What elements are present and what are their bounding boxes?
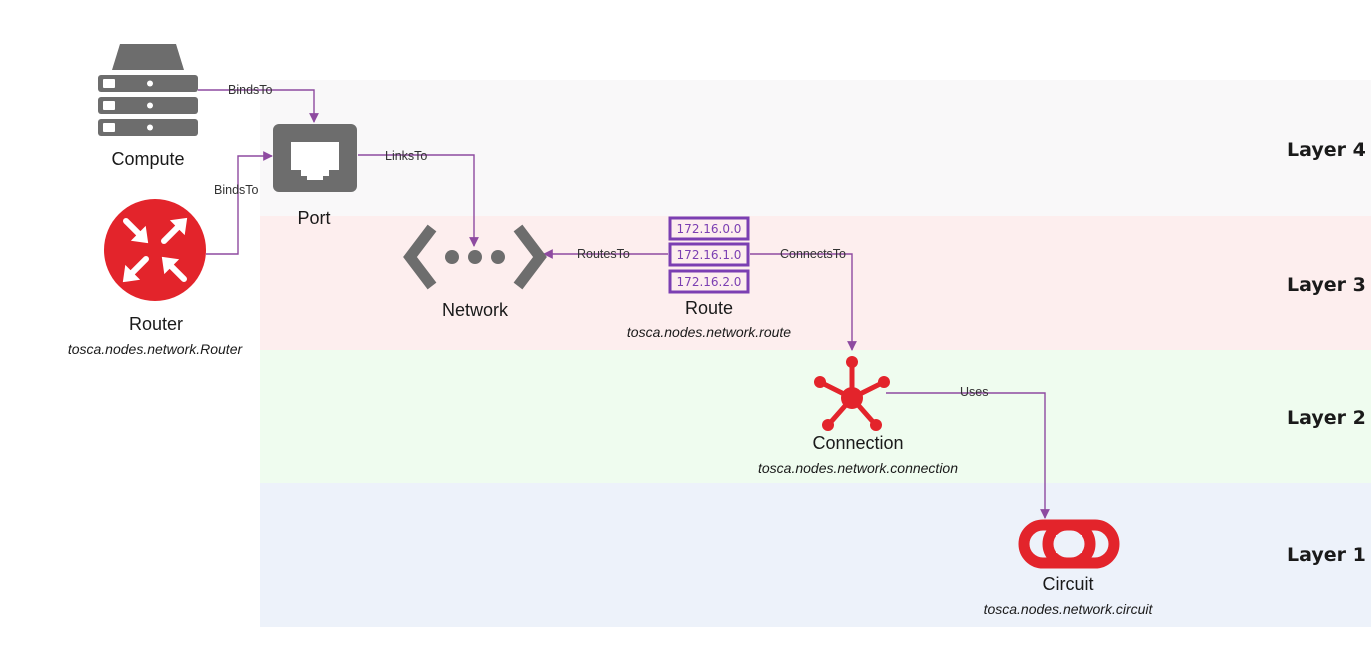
router-arrows-icon [104,199,206,301]
port-node[interactable]: Port [273,124,357,228]
route-address-2: 172.16.1.0 [677,248,742,262]
layer-4-label: Layer 4 [1287,139,1366,161]
hub-star-icon [814,356,890,431]
edge-label-route-connection: ConnectsTo [780,247,846,261]
edge-label-router-port: BindsTo [214,183,259,197]
connection-type: tosca.nodes.network.connection [758,460,958,476]
connection-label: Connection [812,433,903,453]
router-label: Router [129,314,183,334]
edge-label-port-network: LinksTo [385,149,427,163]
layer-1-band [260,483,1371,627]
layer-2-label: Layer 2 [1287,407,1366,429]
compute-node[interactable]: Compute [98,44,198,169]
edge-route-connection [750,253,857,351]
server-rack-icon [98,44,198,136]
network-label: Network [442,300,509,320]
ethernet-port-icon [273,124,357,192]
route-label: Route [685,298,733,318]
compute-label: Compute [111,149,184,169]
circuit-type: tosca.nodes.network.circuit [984,601,1154,617]
port-label: Port [297,208,330,228]
connection-node[interactable]: Connection tosca.nodes.network.connectio… [758,356,958,476]
circuit-node[interactable]: Circuit tosca.nodes.network.circuit [984,519,1154,617]
edge-connection-circuit [886,392,1050,519]
edge-router-port [206,151,273,255]
router-node[interactable]: Router tosca.nodes.network.Router [68,199,244,357]
chain-link-icon [1018,519,1120,569]
layer-1-label: Layer 1 [1287,544,1366,566]
route-address-3: 172.16.2.0 [677,275,742,289]
edge-port-network [358,154,479,247]
network-node[interactable]: Network [403,224,547,320]
edge-label-route-network: RoutesTo [577,247,630,261]
edge-label-compute-port: BindsTo [228,83,273,97]
route-type: tosca.nodes.network.route [627,324,791,340]
router-type: tosca.nodes.network.Router [68,341,244,357]
layer-2-band [260,350,1371,483]
layer-3-label: Layer 3 [1287,274,1366,296]
network-ellipsis-icon [403,224,547,290]
layer-3-band [260,216,1371,350]
layer-4-band [260,80,1371,216]
edge-label-connection-circuit: Uses [960,385,988,399]
circuit-label: Circuit [1042,574,1093,594]
route-table-icon: 172.16.0.0 172.16.1.0 172.16.2.0 [668,216,750,294]
route-address-1: 172.16.0.0 [677,222,742,236]
route-node[interactable]: 172.16.0.0 172.16.1.0 172.16.2.0 Route t… [627,216,791,340]
edge-compute-port [198,89,319,123]
